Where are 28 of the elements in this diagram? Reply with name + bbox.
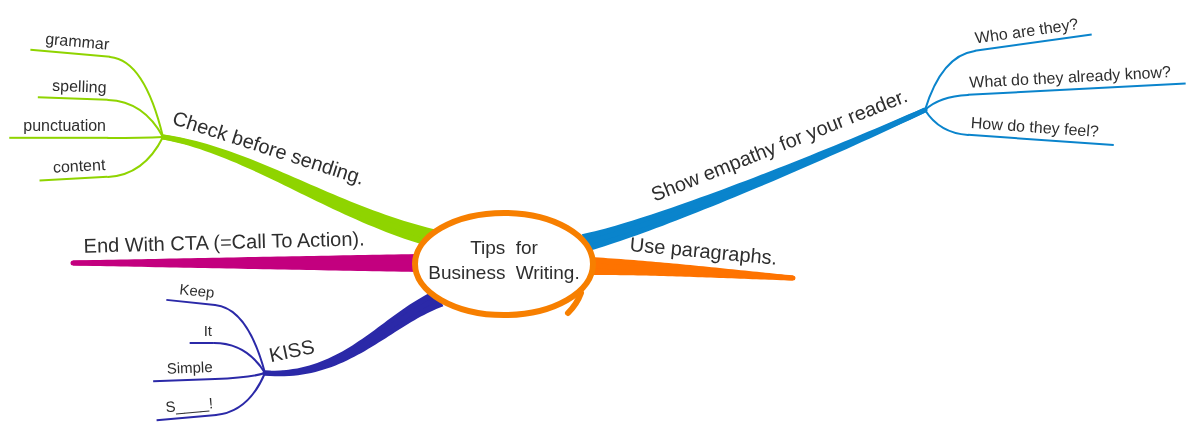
sub-branch-line [924, 109, 970, 136]
sub-branch-line [924, 50, 976, 111]
sub-branch-line [213, 342, 266, 374]
sub-branch-line [924, 94, 969, 111]
sub-branch-line [214, 304, 266, 374]
branch-label: Use paragraphs. [626, 232, 793, 271]
branch-label: KISS [263, 334, 319, 368]
sub-branch-label: It [189, 322, 214, 344]
sub-branch-line [214, 372, 266, 416]
sub-branch-line [107, 99, 164, 138]
central-topic-ellipse [411, 209, 597, 319]
branch-label: End With CTA (=Call To Action). [73, 227, 369, 258]
sub-branch-label: Simple [152, 358, 215, 383]
sub-branch-line [213, 372, 266, 380]
sub-branch-label: S____! [154, 394, 216, 422]
sub-branch-label: Who are they? [971, 12, 1092, 52]
sub-branch-label: punctuation [9, 115, 108, 139]
topic-text: Tips for Business Writing. [427, 236, 581, 285]
sub-branch-label: content [38, 154, 108, 182]
sub-branch-label: spelling [37, 75, 109, 101]
branch-label: Check before sending. [165, 105, 370, 191]
sub-branch-label: What do they already know? [966, 61, 1186, 96]
sub-branch-line [106, 136, 164, 178]
sub-branch-line [109, 56, 164, 138]
sub-branch-label: How do they feel? [968, 112, 1116, 147]
sub-branch-line [107, 136, 164, 139]
sub-branch-label: grammar [30, 27, 112, 58]
sub-branch-label: Keep [166, 279, 218, 306]
